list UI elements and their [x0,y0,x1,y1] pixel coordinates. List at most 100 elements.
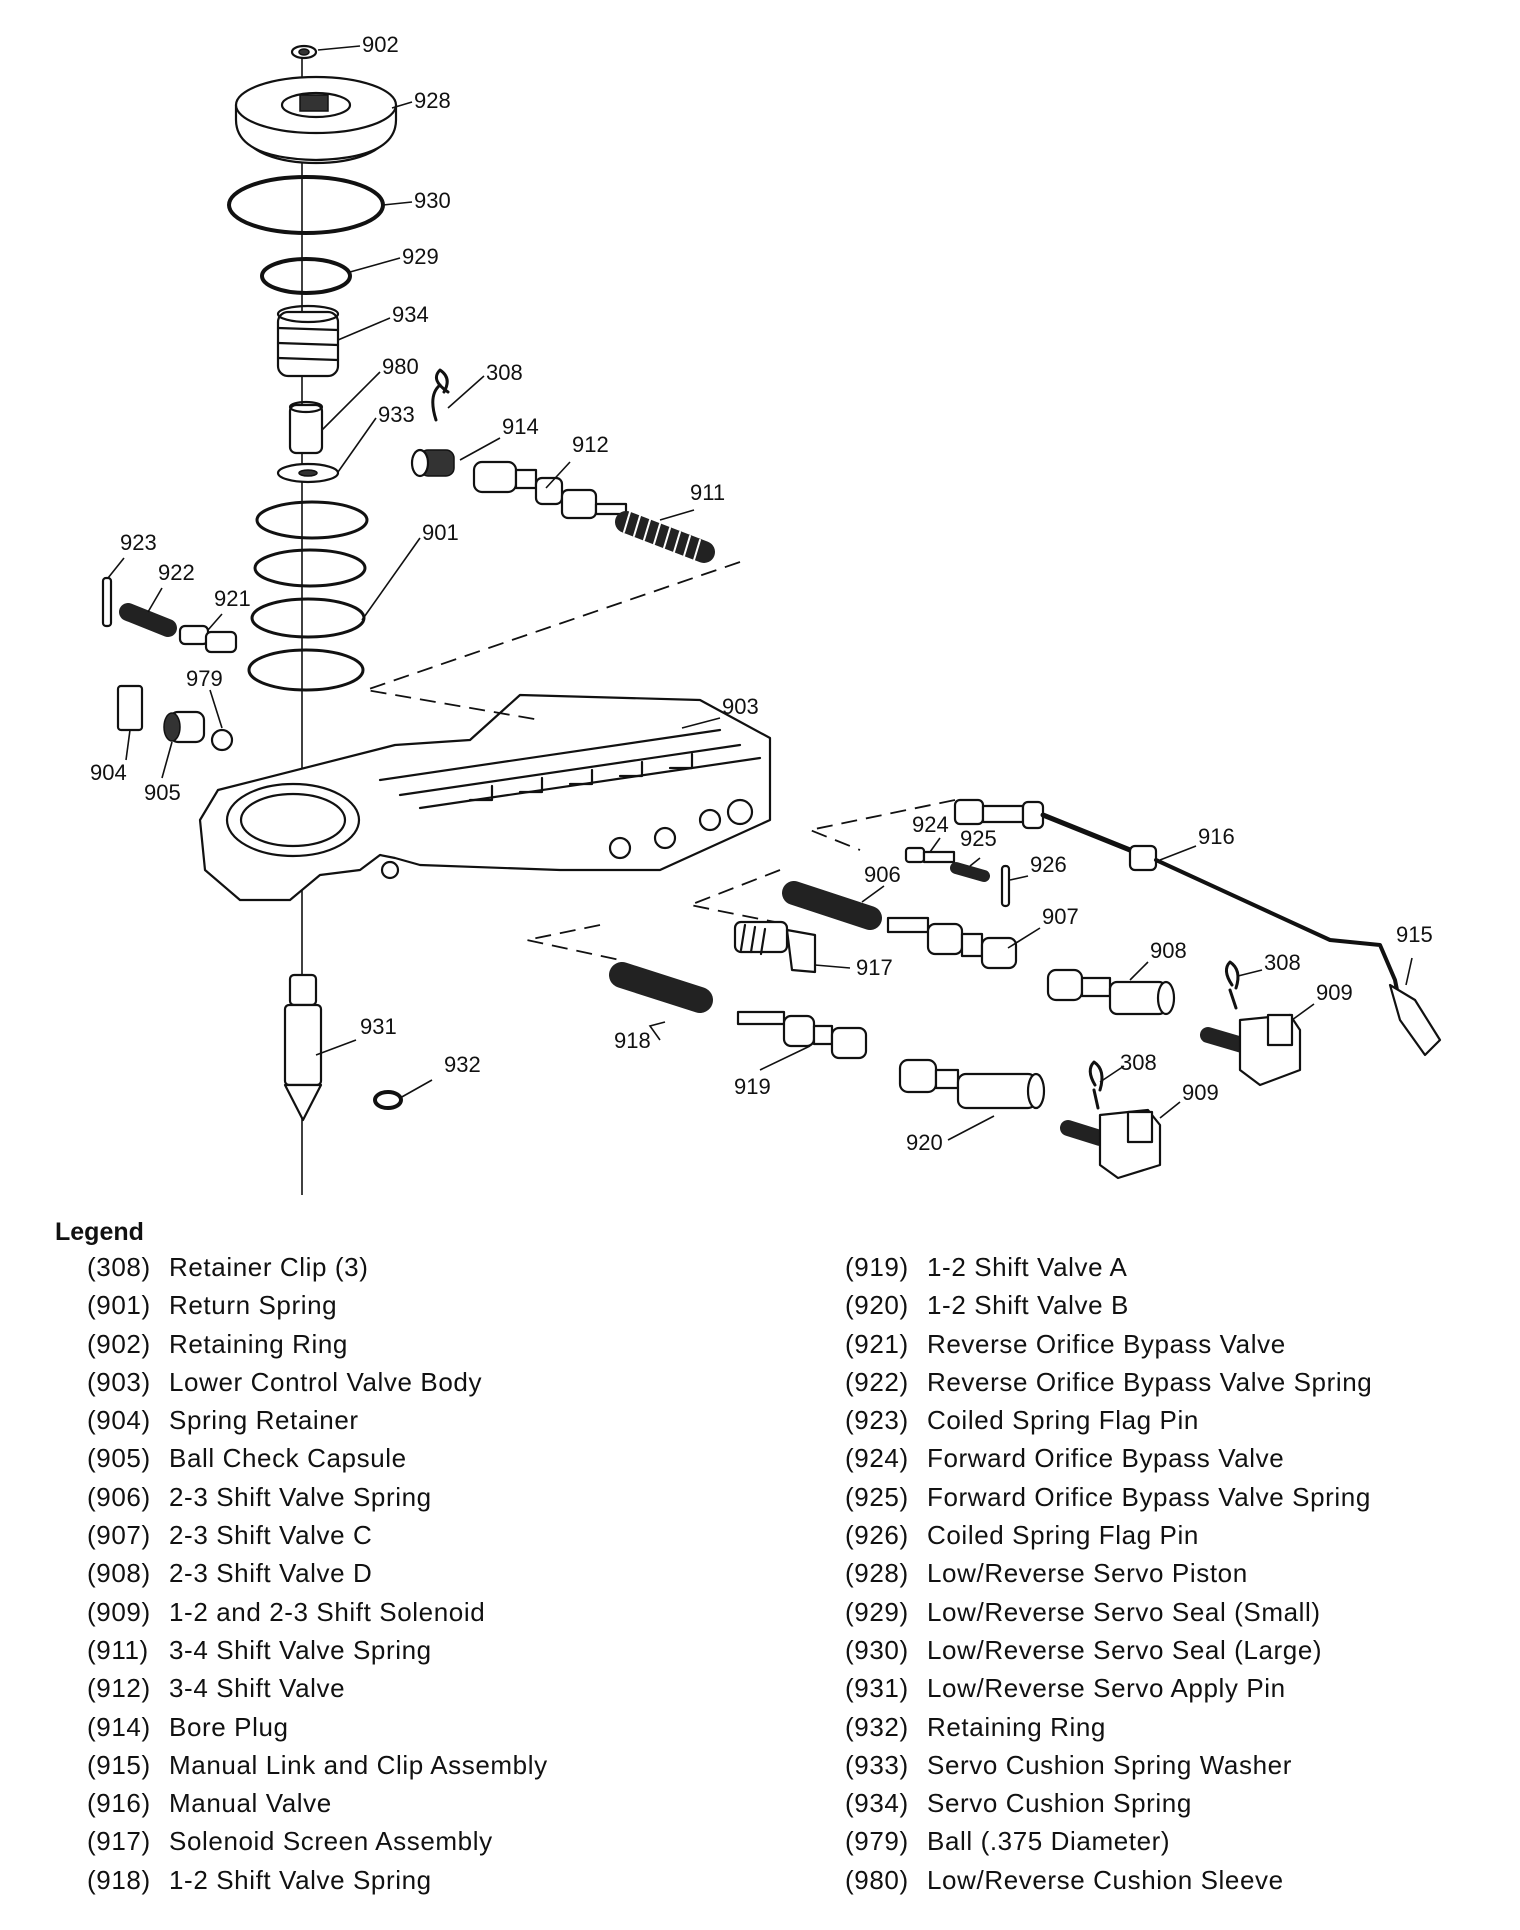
callout-930: 930 [414,188,451,213]
legend-item: (920) 1-2 Shift Valve B [845,1286,1372,1324]
manual-link-915 [1154,858,1402,1007]
legend-item: (909)1-2 and 2-3 Shift Solenoid [87,1593,548,1631]
cushion-spring-934 [276,304,340,378]
legend-item: (921)Reverse Orifice Bypass Valve [845,1325,1372,1363]
flag-pin-926 [1000,864,1011,908]
callout-924: 924 [912,812,949,837]
legend-item-name: Retainer Clip (3) [169,1252,369,1282]
guide-line-918 [526,924,621,961]
legend-item: (929) Low/Reverse Servo Seal (Small) [845,1593,1372,1631]
callout-921: 921 [214,586,251,611]
legend-item: (903) Lower Control Valve Body [87,1363,548,1401]
legend-item: (908)2-3 Shift Valve D [87,1554,548,1592]
callout-918: 918 [614,1028,651,1053]
legend-item-number: (920) [845,1290,909,1321]
guide-line-916 [806,799,956,851]
servo-seal-small-929 [260,257,352,295]
legend-item-number: (928) [845,1558,909,1589]
legend-item-number: (922) [845,1366,909,1397]
shift-valve-spring-34-911 [615,511,715,563]
callout-920: 920 [906,1130,943,1155]
legend-item-name: Forward Orifice Bypass Valve [927,1443,1285,1474]
legend-item: (934)Servo Cushion Spring [845,1784,1372,1822]
legend-item-number: (907) [87,1520,151,1551]
legend-item-name: Servo Cushion Spring Washer [927,1749,1292,1780]
shift-valve-12-a-919 [736,1010,868,1060]
legend-item-name: Manual Valve [169,1788,332,1819]
legend-item: (925)Forward Orifice Bypass Valve Spring [845,1478,1372,1516]
legend-item: (905)Ball Check Capsule [87,1439,548,1477]
callout-903: 903 [722,694,759,719]
callout-979: 979 [186,666,223,691]
legend-item-name: Low/Reverse Cushion Sleeve [927,1864,1284,1895]
shift-valve-12-b-920 [898,1058,1046,1110]
callout-926: 926 [1030,852,1067,877]
legend: Legend (308)Retainer Clip (3)(901)Return… [55,1218,1495,1895]
manual-valve-916 [953,798,1158,872]
callout-923: 923 [120,530,157,555]
shift-solenoid-909-lower [1060,1108,1162,1180]
legend-item: (906)2-3 Shift Valve Spring [87,1478,548,1516]
callout-912: 912 [572,432,609,457]
legend-item-number: (915) [87,1749,151,1780]
legend-item-number: (902) [87,1328,151,1359]
legend-item-number: (901) [87,1290,151,1321]
legend-item-number: (904) [87,1405,151,1436]
callout-905: 905 [144,780,181,805]
callout-915: 915 [1396,922,1433,947]
guide-line-911 [365,561,741,721]
legend-title: Legend [55,1218,144,1246]
legend-item: (930)Low/Reverse Servo Seal (Large) [845,1631,1372,1669]
retaining-ring-902 [290,44,318,60]
legend-item-number: (929) [845,1596,909,1627]
legend-item-name: 1-2 and 2-3 Shift Solenoid [169,1596,486,1627]
legend-item-number: (911) [87,1634,149,1665]
flag-pin-923 [101,576,113,628]
legend-column-left: (308)Retainer Clip (3)(901)Return Spring… [87,1248,548,1899]
legend-item: (923)Coiled Spring Flag Pin [845,1401,1372,1439]
callout-907: 907 [1042,904,1079,929]
callout-925: 925 [960,826,997,851]
callout-902: 902 [362,32,399,57]
legend-item: (912)3-4 Shift Valve [87,1669,548,1707]
shift-valve-spring-12-918 [609,962,713,1013]
legend-item: (918)1-2 Shift Valve Spring [87,1861,548,1899]
legend-item-name: 2-3 Shift Valve Spring [169,1481,432,1512]
orifice-bypass-valve-921 [178,624,238,654]
legend-item: (902)Retaining Ring [87,1325,548,1363]
legend-item-name: Low/Reverse Servo Apply Pin [927,1673,1286,1704]
callout-916: 916 [1198,824,1235,849]
legend-item-number: (931) [845,1673,909,1704]
forward-bypass-valve-924 [904,846,956,864]
retainer-clip-308-bottom [1088,1060,1104,1110]
legend-item-number: (908) [87,1558,151,1589]
legend-item-name: Manual Link and Clip Assembly [169,1749,548,1780]
legend-item-name: Low/Reverse Servo Seal (Small) [927,1596,1321,1627]
legend-item: (979)Ball (.375 Diameter) [845,1822,1372,1860]
legend-item-number: (916) [87,1788,151,1819]
legend-item-name: 1-2 Shift Valve B [927,1290,1129,1321]
retainer-clip-308-mid [1225,960,1240,1010]
legend-item: (915) Manual Link and Clip Assembly [87,1746,548,1784]
legend-item-name: Lower Control Valve Body [169,1366,483,1397]
legend-item: (308)Retainer Clip (3) [87,1248,548,1286]
retainer-clip-308-top [431,368,450,422]
callout-919: 919 [734,1074,771,1099]
legend-item-number: (903) [87,1366,151,1397]
spring-retainer-904 [116,684,144,732]
callout-931: 931 [360,1014,397,1039]
legend-item-number: (912) [87,1673,151,1704]
legend-item-number: (925) [845,1481,909,1512]
legend-item-number: (933) [845,1749,909,1780]
retaining-ring-932 [373,1090,403,1110]
leader-lines [107,45,1413,1141]
shift-solenoid-909-upper [1200,1013,1302,1087]
legend-item-name: 2-3 Shift Valve C [169,1520,373,1551]
callout-904: 904 [90,760,127,785]
legend-item: (924)Forward Orifice Bypass Valve [845,1439,1372,1477]
callout-917: 917 [856,955,893,980]
guide-line-906 [686,869,791,926]
callout-933: 933 [378,402,415,427]
legend-item-name: Low/Reverse Servo Piston [927,1558,1248,1589]
legend-item-name: Ball Check Capsule [169,1443,407,1474]
